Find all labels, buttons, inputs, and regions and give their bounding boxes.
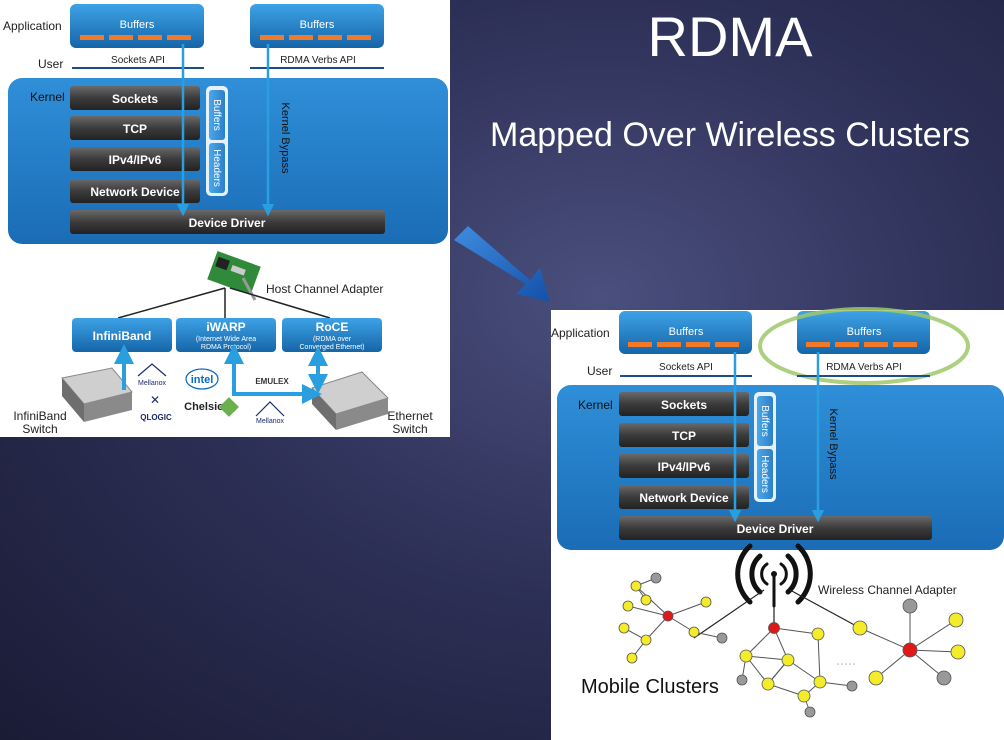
vendor-chelsio: Chelsio — [184, 401, 224, 413]
top-diagram: Application Buffers Buffers User Sockets… — [0, 0, 450, 437]
cluster-dots — [837, 663, 855, 665]
infiniband-label: InfiniBand — [93, 329, 152, 343]
bottom-device-driver-label: Device Driver — [737, 522, 814, 536]
top-buffers-label-1: Buffers — [120, 19, 155, 31]
chelsio-mark — [219, 397, 239, 417]
top-kernel-bypass-label: Kernel Bypass — [279, 103, 291, 174]
ib-switch-label-1: InfiniBand — [13, 409, 66, 423]
roce-sub1: (RDMA over — [313, 336, 352, 343]
top-sockets-api: Sockets API — [111, 55, 165, 66]
bottom-device-driver — [619, 516, 932, 540]
top-user-label: User — [38, 57, 63, 71]
bottom-diagram: Application Buffers Buffers User Sockets… — [551, 307, 1004, 740]
top-side-buffers-label: Buffers — [211, 99, 222, 131]
bottom-user-label: User — [587, 364, 612, 378]
iwarp-sub1: (Internet Wide Area — [196, 336, 256, 343]
top-buffers-label-2: Buffers — [300, 19, 335, 31]
rdma-highlight-ring — [758, 307, 970, 385]
bottom-layer-ip-label: IPv4/IPv6 — [658, 460, 711, 474]
bottom-sockets-api: Sockets API — [659, 362, 713, 373]
bottom-layer-ip — [619, 454, 749, 478]
top-side-headers — [209, 143, 225, 193]
bottom-layer-tcp-label: TCP — [672, 429, 696, 443]
slide-title: RDMA — [647, 5, 813, 68]
bottom-side-buffers — [757, 396, 773, 446]
bottom-layer-sockets-label: Sockets — [661, 398, 707, 412]
top-rdma-verbs-api: RDMA Verbs API — [280, 55, 356, 66]
bottom-side-buffers-label: Buffers — [759, 405, 770, 437]
iwarp-box — [176, 318, 276, 352]
wca-label: Wireless Channel Adapter — [818, 583, 957, 597]
cluster-2-nodes — [736, 622, 858, 718]
top-layer-network-device-label: Network Device — [90, 185, 180, 199]
cluster-3-nodes — [852, 598, 966, 686]
top-buffer-slots-1 — [80, 35, 191, 40]
bottom-buffer-slots-1 — [628, 342, 739, 347]
ethernet-switch-icon — [311, 371, 389, 430]
bottom-layer-network-device — [619, 485, 749, 509]
bottom-side-headers — [757, 449, 773, 499]
host-channel-adapter-card — [207, 251, 261, 301]
infiniband-box — [72, 318, 172, 352]
ib-switch-label-2: Switch — [22, 422, 57, 436]
bottom-kernel-label: Kernel — [578, 398, 613, 412]
vendor-qlogic: QLOGIC — [140, 413, 172, 422]
top-layer-sockets-label: Sockets — [112, 92, 158, 106]
top-application-label: Application — [3, 19, 62, 33]
bottom-buffers-label-1: Buffers — [669, 326, 704, 338]
bottom-protocol-stack: Sockets TCP IPv4/IPv6 Network Device — [619, 392, 749, 509]
top-layer-sockets — [70, 86, 200, 110]
bottom-application-label: Application — [551, 326, 610, 340]
eth-switch-label-2: Switch — [392, 422, 427, 436]
intel-logo-ring — [185, 368, 219, 390]
vendor-mellanox-2: Mellanox — [256, 418, 285, 425]
hca-branch-lines — [117, 287, 331, 319]
roce-box — [282, 318, 382, 352]
roce-label: RoCE — [316, 320, 349, 334]
transition-arrow — [454, 226, 550, 302]
hca-label: Host Channel Adapter — [266, 282, 383, 296]
top-layer-ip — [70, 147, 200, 171]
bottom-layer-sockets — [619, 392, 749, 416]
top-layer-network-device — [70, 179, 200, 203]
bottom-kernel-bypass-label: Kernel Bypass — [827, 409, 839, 480]
top-buffer-slots-2 — [260, 35, 371, 40]
bottom-rdma-verbs-api: RDMA Verbs API — [826, 362, 902, 373]
qlogic-mark: ✕ — [150, 393, 160, 407]
top-device-driver-label: Device Driver — [189, 216, 266, 230]
bottom-side-headers-label: Headers — [759, 455, 770, 493]
top-device-driver — [70, 210, 385, 234]
infiniband-switch-icon — [61, 367, 133, 422]
top-protocol-stack: Sockets TCP IPv4/IPv6 Network Device — [70, 86, 200, 203]
vendor-logos: Mellanox QLOGIC ✕ intel Chelsio EMULEX M… — [137, 363, 289, 425]
top-side-buffers — [209, 90, 225, 140]
top-kernel-label: Kernel — [30, 90, 65, 104]
bottom-layer-tcp — [619, 423, 749, 447]
top-side-headers-label: Headers — [211, 149, 222, 187]
iwarp-to-ethernet-arrow — [224, 344, 322, 404]
bottom-layer-network-device-label: Network Device — [639, 491, 729, 505]
vendor-mellanox-1: Mellanox — [138, 380, 167, 387]
slide-subtitle: Mapped Over Wireless Clusters — [490, 116, 970, 154]
roce-sub2: Converged Ethernet) — [300, 344, 365, 351]
mobile-clusters-label: Mobile Clusters — [581, 676, 719, 698]
top-layer-tcp — [70, 116, 200, 140]
bottom-buffer-slots-2 — [806, 342, 917, 347]
cluster-1-nodes — [618, 572, 728, 664]
bottom-buffers-label-2: Buffers — [847, 326, 882, 338]
eth-switch-label-1: Ethernet — [387, 409, 433, 423]
iwarp-sub2: RDMA Protocol) — [201, 344, 251, 351]
top-layer-ip-label: IPv4/IPv6 — [109, 153, 162, 167]
top-layer-tcp-label: TCP — [123, 122, 147, 136]
vendor-emulex: EMULEX — [255, 377, 289, 386]
iwarp-label: iWARP — [206, 320, 245, 334]
vendor-intel: intel — [191, 374, 214, 386]
